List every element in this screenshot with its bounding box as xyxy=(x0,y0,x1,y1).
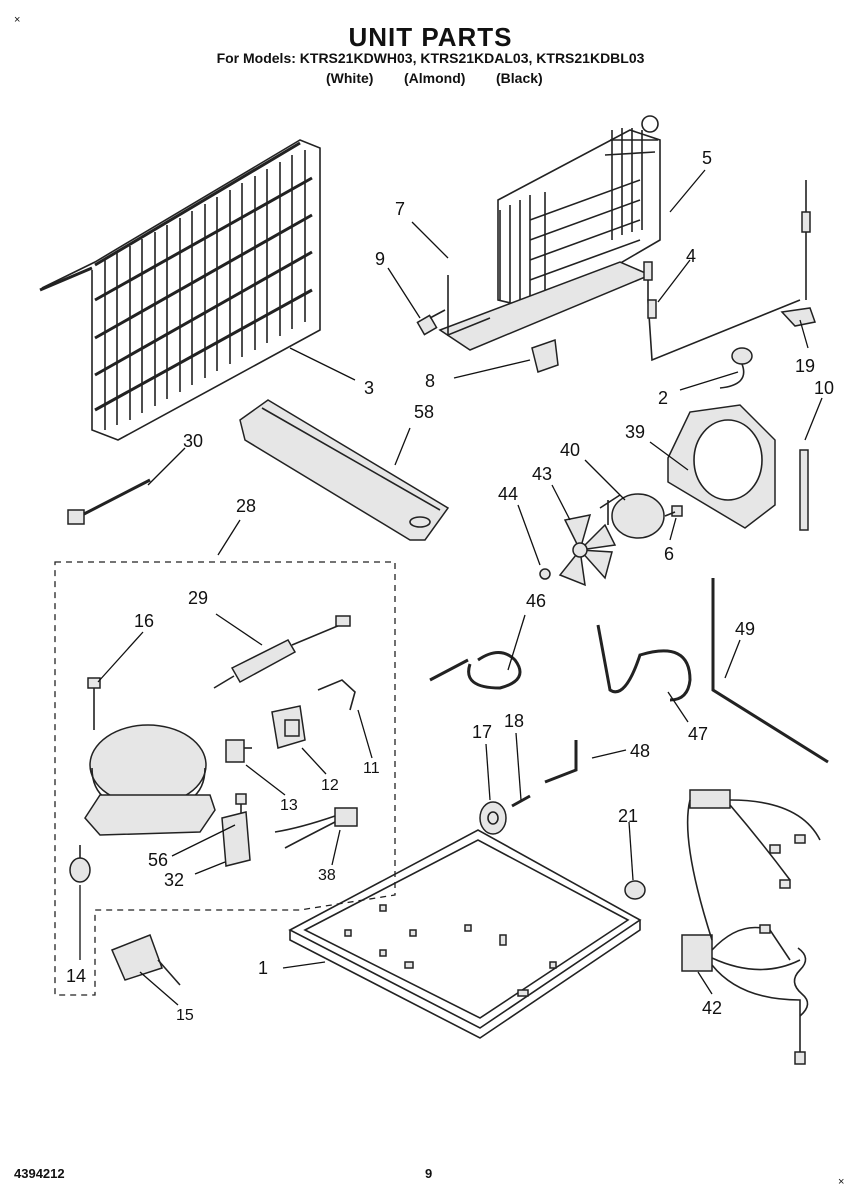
fan-motor-part xyxy=(599,493,665,539)
clip-44-part xyxy=(539,568,551,580)
callout-47: 47 xyxy=(688,724,708,744)
callout-39: 39 xyxy=(625,422,645,442)
evaporator-coil-part xyxy=(39,139,321,441)
roller-part xyxy=(479,801,507,835)
capacitor-part xyxy=(221,811,251,867)
callout-19: 19 xyxy=(795,356,815,376)
callout-9: 9 xyxy=(375,249,385,269)
color-almond-label: (Almond) xyxy=(404,70,466,86)
callout-14: 14 xyxy=(66,966,86,986)
page-number: 9 xyxy=(425,1166,433,1181)
callout-42: 42 xyxy=(702,998,722,1018)
fan-shroud-part xyxy=(667,404,776,529)
page-title: UNIT PARTS xyxy=(348,22,513,52)
thermostat-part xyxy=(719,347,753,389)
drain-trough-part xyxy=(239,399,450,541)
callout-46: 46 xyxy=(526,591,546,611)
condenser-part xyxy=(497,115,661,311)
callout-38: 38 xyxy=(318,867,336,884)
callout-7: 7 xyxy=(395,199,405,219)
callout-1: 1 xyxy=(258,958,268,978)
callout-17: 17 xyxy=(472,722,492,742)
clip-19-part xyxy=(780,307,816,327)
connector-15-part xyxy=(111,934,181,986)
color-white-label: (White) xyxy=(326,70,374,86)
base-pan-part xyxy=(288,829,642,1039)
callout-8: 8 xyxy=(425,371,435,391)
compressor-kit-boundary xyxy=(54,561,396,996)
tube-46-part xyxy=(429,651,522,690)
wire-harness-part xyxy=(681,789,821,1065)
callout-2: 2 xyxy=(658,388,668,408)
callout-10: 10 xyxy=(814,378,834,398)
callout-5: 5 xyxy=(702,148,712,168)
grommet-part xyxy=(69,845,91,883)
compressor-part xyxy=(84,724,216,836)
callout-3: 3 xyxy=(364,378,374,398)
document-number: 4394212 xyxy=(14,1166,65,1181)
clip-part xyxy=(531,338,559,373)
corner-mark-top: × xyxy=(14,14,21,26)
callout-18: 18 xyxy=(504,711,524,731)
fan-blade-part xyxy=(558,514,617,587)
filter-drier-part xyxy=(213,615,351,689)
callout-48: 48 xyxy=(630,741,650,761)
callout-16: 16 xyxy=(134,611,154,631)
corner-mark-bottom: × xyxy=(838,1176,845,1188)
callout-12: 12 xyxy=(321,777,339,794)
callout-32: 32 xyxy=(164,870,184,890)
tube-47-part xyxy=(596,624,692,702)
pin-part xyxy=(511,794,531,808)
cable-tie-part xyxy=(67,478,151,525)
callout-44: 44 xyxy=(498,484,518,504)
callout-6: 6 xyxy=(664,544,674,564)
tube-49-part xyxy=(711,578,829,764)
screw-9-part xyxy=(416,309,446,336)
screw-6-part xyxy=(664,505,683,517)
callout-13: 13 xyxy=(280,797,298,814)
callout-21: 21 xyxy=(618,806,638,826)
callout-15: 15 xyxy=(176,1007,194,1024)
callout-28: 28 xyxy=(236,496,256,516)
callout-4: 4 xyxy=(686,246,696,266)
callout-11: 11 xyxy=(363,760,380,777)
wire-11-part xyxy=(317,679,356,711)
sensor-wire-part xyxy=(643,180,811,362)
color-black-label: (Black) xyxy=(496,70,543,86)
relay-part xyxy=(271,705,306,749)
callout-30: 30 xyxy=(183,431,203,451)
insulation-strip-part xyxy=(799,449,809,531)
callout-56: 56 xyxy=(148,850,168,870)
leader-lines xyxy=(79,169,823,1006)
callout-58: 58 xyxy=(414,402,434,422)
overload-part xyxy=(225,739,252,763)
callout-49: 49 xyxy=(735,619,755,639)
harness-38-part xyxy=(274,807,358,849)
callout-29: 29 xyxy=(188,588,208,608)
tube-48-part xyxy=(544,740,578,784)
nut-part xyxy=(624,880,646,900)
callout-43: 43 xyxy=(532,464,552,484)
screw-16-part xyxy=(87,677,101,730)
models-line: For Models: KTRS21KDWH03, KTRS21KDAL03, … xyxy=(216,50,645,66)
callout-40: 40 xyxy=(560,440,580,460)
